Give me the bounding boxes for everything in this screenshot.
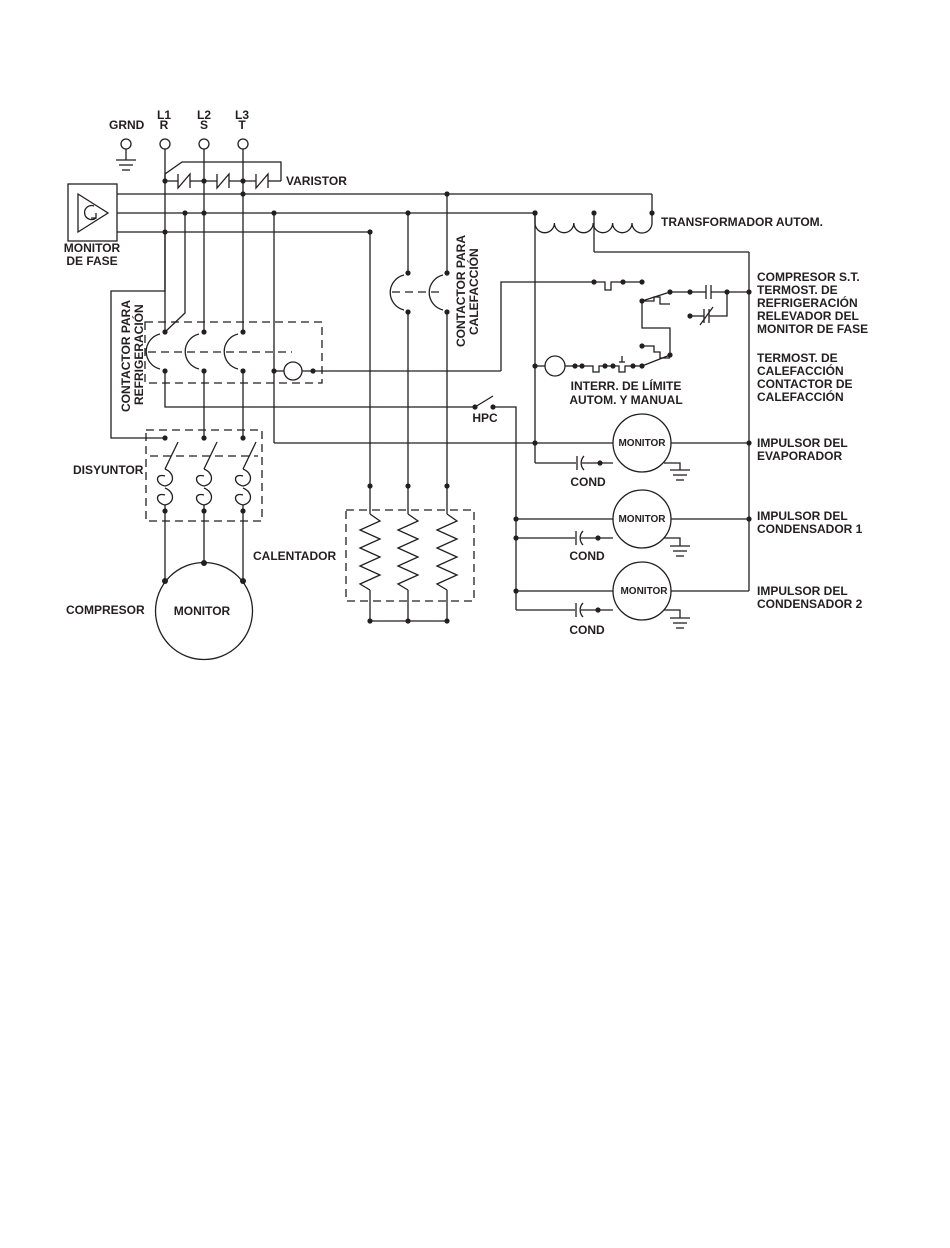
compresor-st-label-4: RELEVADOR DEL — [757, 309, 859, 323]
phase-monitor — [67, 183, 118, 242]
impulsor-cond1-label-1: IMPULSOR DEL — [757, 509, 848, 523]
terminal-l2 — [198, 138, 210, 150]
compressor-motor — [154, 560, 254, 661]
compresor-st-label-1: COMPRESOR S.T. — [757, 270, 860, 284]
cond1-monitor-text: MONITOR — [618, 514, 666, 525]
calentador-label: CALENTADOR — [253, 549, 336, 563]
interr-label-2: AUTOM. Y MANUAL — [569, 393, 682, 407]
compresor-motor-text: MONITOR — [174, 604, 231, 618]
cond2-monitor-text: MONITOR — [620, 586, 668, 597]
termost-calef-label-1: TERMOST. DE — [757, 351, 838, 365]
transformador-label: TRANSFORMADOR AUTOM. — [661, 215, 823, 229]
l2-label: L2 — [197, 108, 211, 122]
hpc-label: HPC — [472, 411, 498, 425]
evap-cond-label: COND — [570, 475, 606, 489]
disyuntor-label: DISYUNTOR — [73, 463, 144, 477]
contactor-refrig-label-2: REFRIGERACIÓN — [131, 304, 146, 405]
condenser-blower-1 — [513, 489, 752, 557]
evap-monitor-text: MONITOR — [618, 438, 666, 449]
circuit-breaker — [145, 371, 263, 581]
compresor-label: COMPRESOR — [66, 603, 145, 617]
t-label: T — [238, 118, 246, 132]
monitor-fase-label-2: DE FASE — [66, 254, 117, 268]
condenser-blower-2 — [513, 561, 749, 629]
contactor-calef-label-2: CALEFACCIÓN — [466, 248, 481, 335]
l1-label: L1 — [157, 108, 171, 122]
terminal-l3 — [237, 138, 249, 150]
s-label: S — [200, 118, 208, 132]
contactor-calef-label-1: CONTACTOR PARA — [454, 235, 468, 347]
compressor-thermostat — [500, 279, 752, 371]
l3-label: L3 — [235, 108, 249, 122]
compresor-st-label-2: TERMOST. DE — [757, 283, 838, 297]
impulsor-cond1-label-2: CONDENSADOR 1 — [757, 522, 863, 536]
termost-calef-label-2: CALEFACCIÓN — [757, 363, 844, 378]
heating-thermostat — [532, 343, 673, 377]
termost-calef-label-4: CALEFACCIÓN — [757, 389, 844, 404]
impulsor-evap-label-1: IMPULSOR DEL — [757, 436, 848, 450]
impulsor-cond2-label-2: CONDENSADOR 2 — [757, 597, 863, 611]
interr-label-1: INTERR. DE LÍMITE — [571, 378, 682, 393]
terminal-l1 — [159, 138, 171, 150]
contactor-refrig-label-1: CONTACTOR PARA — [119, 300, 133, 412]
hpc-switch — [164, 371, 517, 591]
heating-contactor — [389, 194, 450, 486]
impulsor-evap-label-2: EVAPORADOR — [757, 449, 842, 463]
r-label: R — [160, 118, 169, 132]
auto-transformer — [532, 210, 749, 253]
compresor-st-label-5: MONITOR DE FASE — [757, 322, 868, 336]
termost-calef-label-3: CONTACTOR DE — [757, 377, 853, 391]
ground-terminal — [116, 138, 136, 171]
varistor — [162, 161, 282, 190]
cond2-cond-label: COND — [569, 623, 605, 637]
varistor-label: VARISTOR — [286, 174, 347, 188]
cond1-cond-label: COND — [569, 549, 605, 563]
monitor-fase-label-1: MONITOR — [64, 241, 121, 255]
evaporator-blower — [274, 413, 752, 481]
heater — [345, 232, 475, 624]
impulsor-cond2-label-1: IMPULSOR DEL — [757, 584, 848, 598]
grnd-label: GRND — [109, 118, 145, 132]
compresor-st-label-3: REFRIGERACIÓN — [757, 295, 858, 310]
